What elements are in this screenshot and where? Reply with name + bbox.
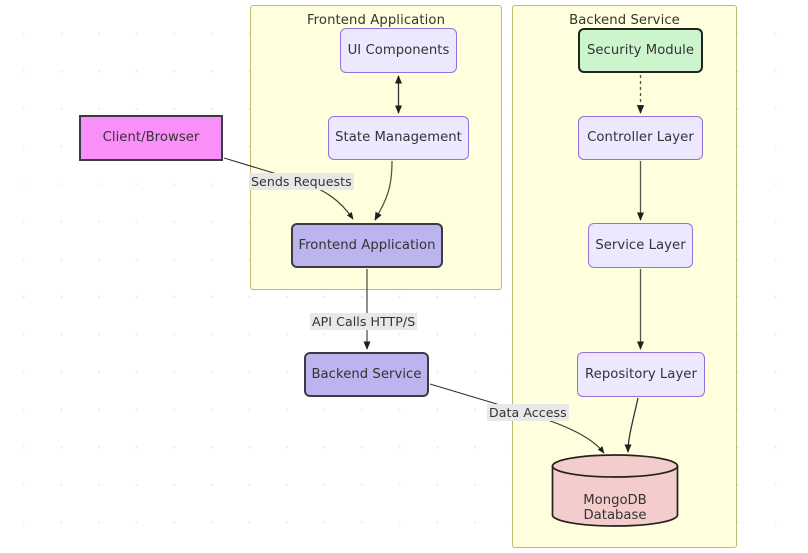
- node-controller-layer-label: Controller Layer: [587, 130, 694, 146]
- node-service-layer-label: Service Layer: [595, 237, 686, 253]
- node-repository-layer-label: Repository Layer: [585, 366, 697, 382]
- node-service-layer[interactable]: Service Layer: [588, 223, 693, 268]
- node-ui-components[interactable]: UI Components: [340, 28, 457, 73]
- subgraph-frontend-title: Frontend Application: [306, 13, 446, 28]
- node-client-browser[interactable]: Client/Browser: [79, 115, 223, 161]
- node-security-module-label: Security Module: [586, 42, 695, 58]
- node-backend-service-label: Backend Service: [311, 366, 422, 382]
- edge-label-data-access: Data Access: [487, 404, 569, 421]
- edge-label-sends-requests: Sends Requests: [249, 173, 354, 190]
- node-ui-components-label: UI Components: [347, 42, 450, 58]
- node-mongodb-database[interactable]: MongoDB Database: [551, 454, 679, 527]
- node-state-management[interactable]: State Management: [328, 116, 469, 160]
- subgraph-backend-title: Backend Service: [569, 13, 680, 28]
- node-frontend-application[interactable]: Frontend Application: [291, 223, 443, 268]
- edge-label-api-calls: API Calls HTTP/S: [310, 313, 418, 330]
- node-frontend-application-label: Frontend Application: [298, 237, 436, 253]
- node-repository-layer[interactable]: Repository Layer: [577, 352, 705, 397]
- cylinder-shape: [551, 454, 679, 527]
- node-backend-service[interactable]: Backend Service: [304, 352, 429, 397]
- node-security-module[interactable]: Security Module: [578, 28, 703, 73]
- node-client-browser-label: Client/Browser: [102, 130, 200, 146]
- node-controller-layer[interactable]: Controller Layer: [578, 116, 703, 160]
- node-state-management-label: State Management: [335, 130, 462, 146]
